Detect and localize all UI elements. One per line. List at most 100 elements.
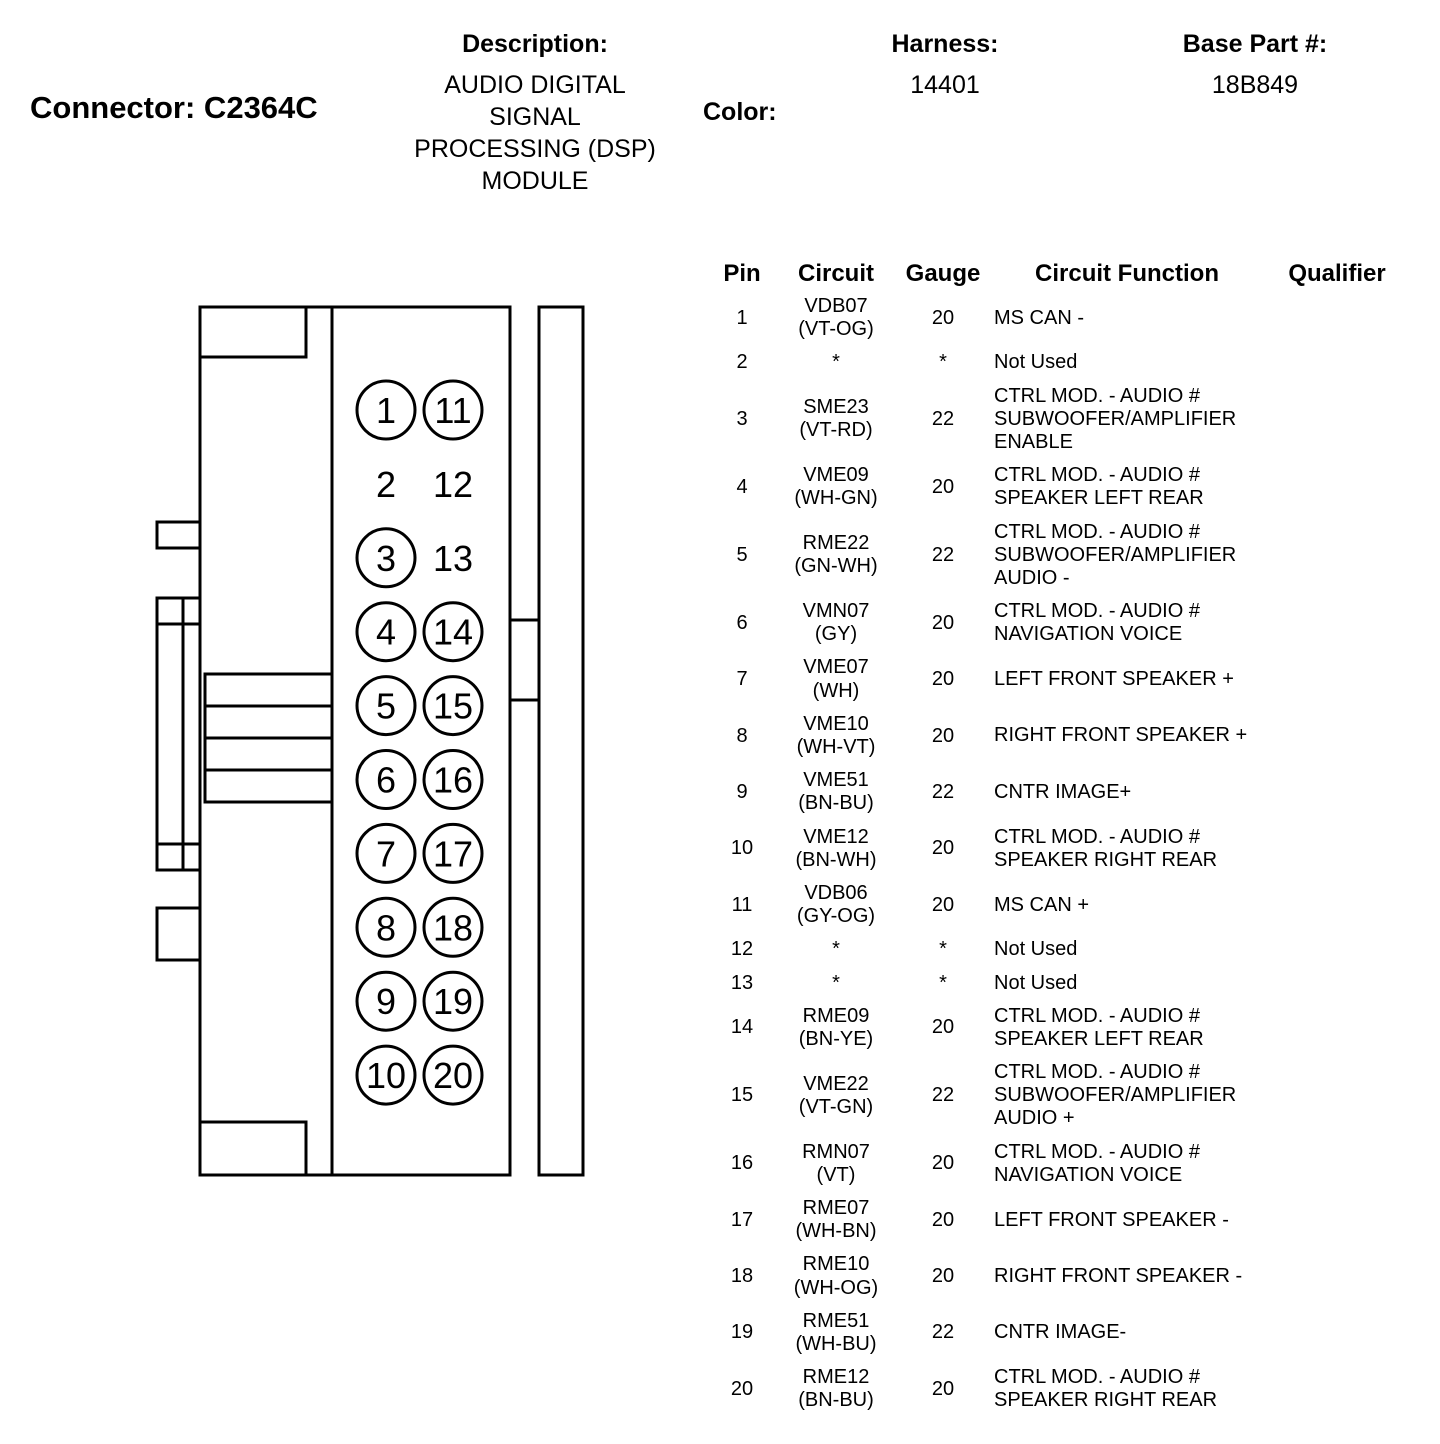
pin-cell: 18 — [730, 1265, 754, 1288]
gauge-cell: 22 — [931, 1321, 955, 1344]
harness-label: Harness: — [891, 30, 999, 58]
circuit-cell: SME23(VT-RD) — [799, 396, 873, 442]
base-part-label: Base Part #: — [1182, 30, 1328, 58]
function-cell: RIGHT FRONT SPEAKER - — [994, 1264, 1243, 1287]
color-label: Color: — [703, 98, 777, 126]
function-cell: CTRL MOD. - AUDIO # SPEAKER RIGHT REAR — [994, 1366, 1218, 1412]
svg-text:19: 19 — [433, 981, 473, 1022]
gauge-cell: 20 — [931, 1265, 955, 1288]
col-header-pin: Pin — [723, 260, 761, 287]
function-cell: RIGHT FRONT SPEAKER + — [994, 724, 1248, 747]
connector-pin: 6 — [355, 749, 417, 810]
pin-cell: 11 — [731, 893, 753, 916]
harness-block: Harness: 14401 — [870, 30, 1020, 100]
svg-text:18: 18 — [433, 907, 473, 948]
connector-pin: 17 — [422, 822, 484, 884]
pin-cell: 9 — [736, 780, 748, 803]
function-cell: CNTR IMAGE+ — [994, 780, 1132, 803]
gauge-cell: 20 — [931, 1016, 955, 1039]
connector-pin: 8 — [355, 896, 417, 958]
connector-pin: 3 — [355, 527, 417, 589]
gauge-cell: 20 — [931, 893, 955, 916]
svg-text:14: 14 — [433, 612, 473, 653]
table-row: 12**Not Used — [716, 933, 1422, 966]
pin-cell: 20 — [730, 1377, 754, 1400]
svg-text:13: 13 — [433, 538, 473, 579]
svg-text:6: 6 — [376, 759, 396, 800]
gauge-cell: 20 — [931, 668, 955, 691]
circuit-cell: RMN07(VT) — [802, 1140, 870, 1186]
function-cell: Not Used — [994, 351, 1078, 374]
table-row: 14 RME09(BN-YE) 20 CTRL MOD. - AUDIO # SPEA… — [716, 1000, 1422, 1056]
connector-pin-unused: 12 — [433, 464, 473, 505]
function-cell: CNTR IMAGE- — [994, 1321, 1127, 1344]
connector-pin: 14 — [422, 601, 484, 663]
circuit-cell: VME09(WH-GN) — [794, 464, 878, 510]
function-cell: Not Used — [994, 938, 1078, 961]
table-row: 18 RME10(WH-OG) 20 RIGHT FRONT SPEAKER - — [716, 1248, 1422, 1304]
col-header-qualifier: Qualifier — [1288, 260, 1386, 287]
circuit-cell: RME22(GN-WH) — [794, 532, 878, 578]
connector-pin: 4 — [355, 601, 417, 663]
connector-pin: 9 — [355, 970, 417, 1032]
connector-pin: 11 — [422, 379, 484, 441]
circuit-cell: RME07(WH-BN) — [795, 1197, 877, 1243]
connector-title: Connector: C2364C — [30, 90, 318, 125]
gauge-cell: 20 — [931, 1377, 955, 1400]
function-cell: CTRL MOD. - AUDIO # SUBWOOFER/AMPLIFIER … — [994, 520, 1237, 589]
function-cell: CTRL MOD. - AUDIO # NAVIGATION VOICE — [994, 600, 1200, 646]
circuit-cell: RME12(BN-BU) — [798, 1366, 874, 1412]
connector-pin: 7 — [355, 822, 417, 884]
svg-text:7: 7 — [376, 833, 396, 874]
connector-pin: 10 — [355, 1044, 417, 1106]
circuit-cell: RME10(WH-OG) — [793, 1253, 879, 1299]
connector-pin: 19 — [422, 970, 484, 1032]
pin-cell: 5 — [736, 543, 748, 566]
connector-pin: 5 — [355, 675, 417, 737]
pin-cell: 14 — [730, 1016, 754, 1039]
connector-pin: 1 — [355, 379, 417, 441]
gauge-cell: 20 — [931, 306, 955, 329]
function-cell: LEFT FRONT SPEAKER - — [994, 1208, 1229, 1231]
svg-text:3: 3 — [376, 538, 396, 579]
pin-cell: 2 — [736, 351, 748, 374]
description-value: AUDIO DIGITAL SIGNAL PROCESSING (DSP) MO… — [414, 71, 656, 195]
col-header-function: Circuit Function — [1035, 260, 1219, 287]
svg-text:1: 1 — [376, 390, 396, 431]
gauge-cell: 20 — [931, 724, 955, 747]
function-cell: CTRL MOD. - AUDIO # SPEAKER LEFT REAR — [994, 1004, 1204, 1050]
circuit-cell: VME12(BN-WH) — [795, 825, 877, 871]
circuit-cell: VME22(VT-GN) — [798, 1072, 874, 1118]
circuit-cell: RME09(BN-YE) — [798, 1004, 874, 1050]
svg-text:2: 2 — [376, 464, 396, 505]
svg-text:8: 8 — [376, 907, 396, 948]
gauge-cell: 22 — [931, 543, 955, 566]
circuit-cell: VMN07(GY) — [802, 600, 870, 646]
table-row: 13**Not Used — [716, 967, 1422, 1000]
col-header-circuit: Circuit — [797, 260, 874, 287]
base-part-value: 18B849 — [1211, 71, 1299, 99]
gauge-cell: 20 — [931, 1152, 955, 1175]
circuit-cell: VDB06(GY-OG) — [796, 881, 876, 928]
connector-pin-unused: 2 — [376, 464, 396, 505]
function-cell: MS CAN - — [994, 306, 1084, 329]
table-header-row: Pin Circuit Gauge Circuit Function Quali… — [716, 260, 1422, 288]
function-cell: CTRL MOD. - AUDIO # SPEAKER LEFT REAR — [994, 464, 1204, 510]
function-cell: CTRL MOD. - AUDIO # NAVIGATION VOICE — [994, 1140, 1200, 1186]
function-cell: CTRL MOD. - AUDIO # SUBWOOFER/AMPLIFIER … — [994, 384, 1237, 453]
function-cell: Not Used — [994, 971, 1078, 994]
pin-cell: 8 — [736, 724, 748, 747]
gauge-cell: * — [939, 971, 947, 994]
circuit-cell: * — [832, 938, 840, 961]
function-cell: CTRL MOD. - AUDIO # SPEAKER RIGHT REAR — [994, 825, 1218, 871]
function-cell: CTRL MOD. - AUDIO # SUBWOOFER/AMPLIFIER … — [994, 1061, 1237, 1130]
gauge-cell: 22 — [931, 780, 955, 803]
base-part-block: Base Part #: 18B849 — [1160, 30, 1350, 100]
gauge-cell: 20 — [931, 475, 955, 498]
